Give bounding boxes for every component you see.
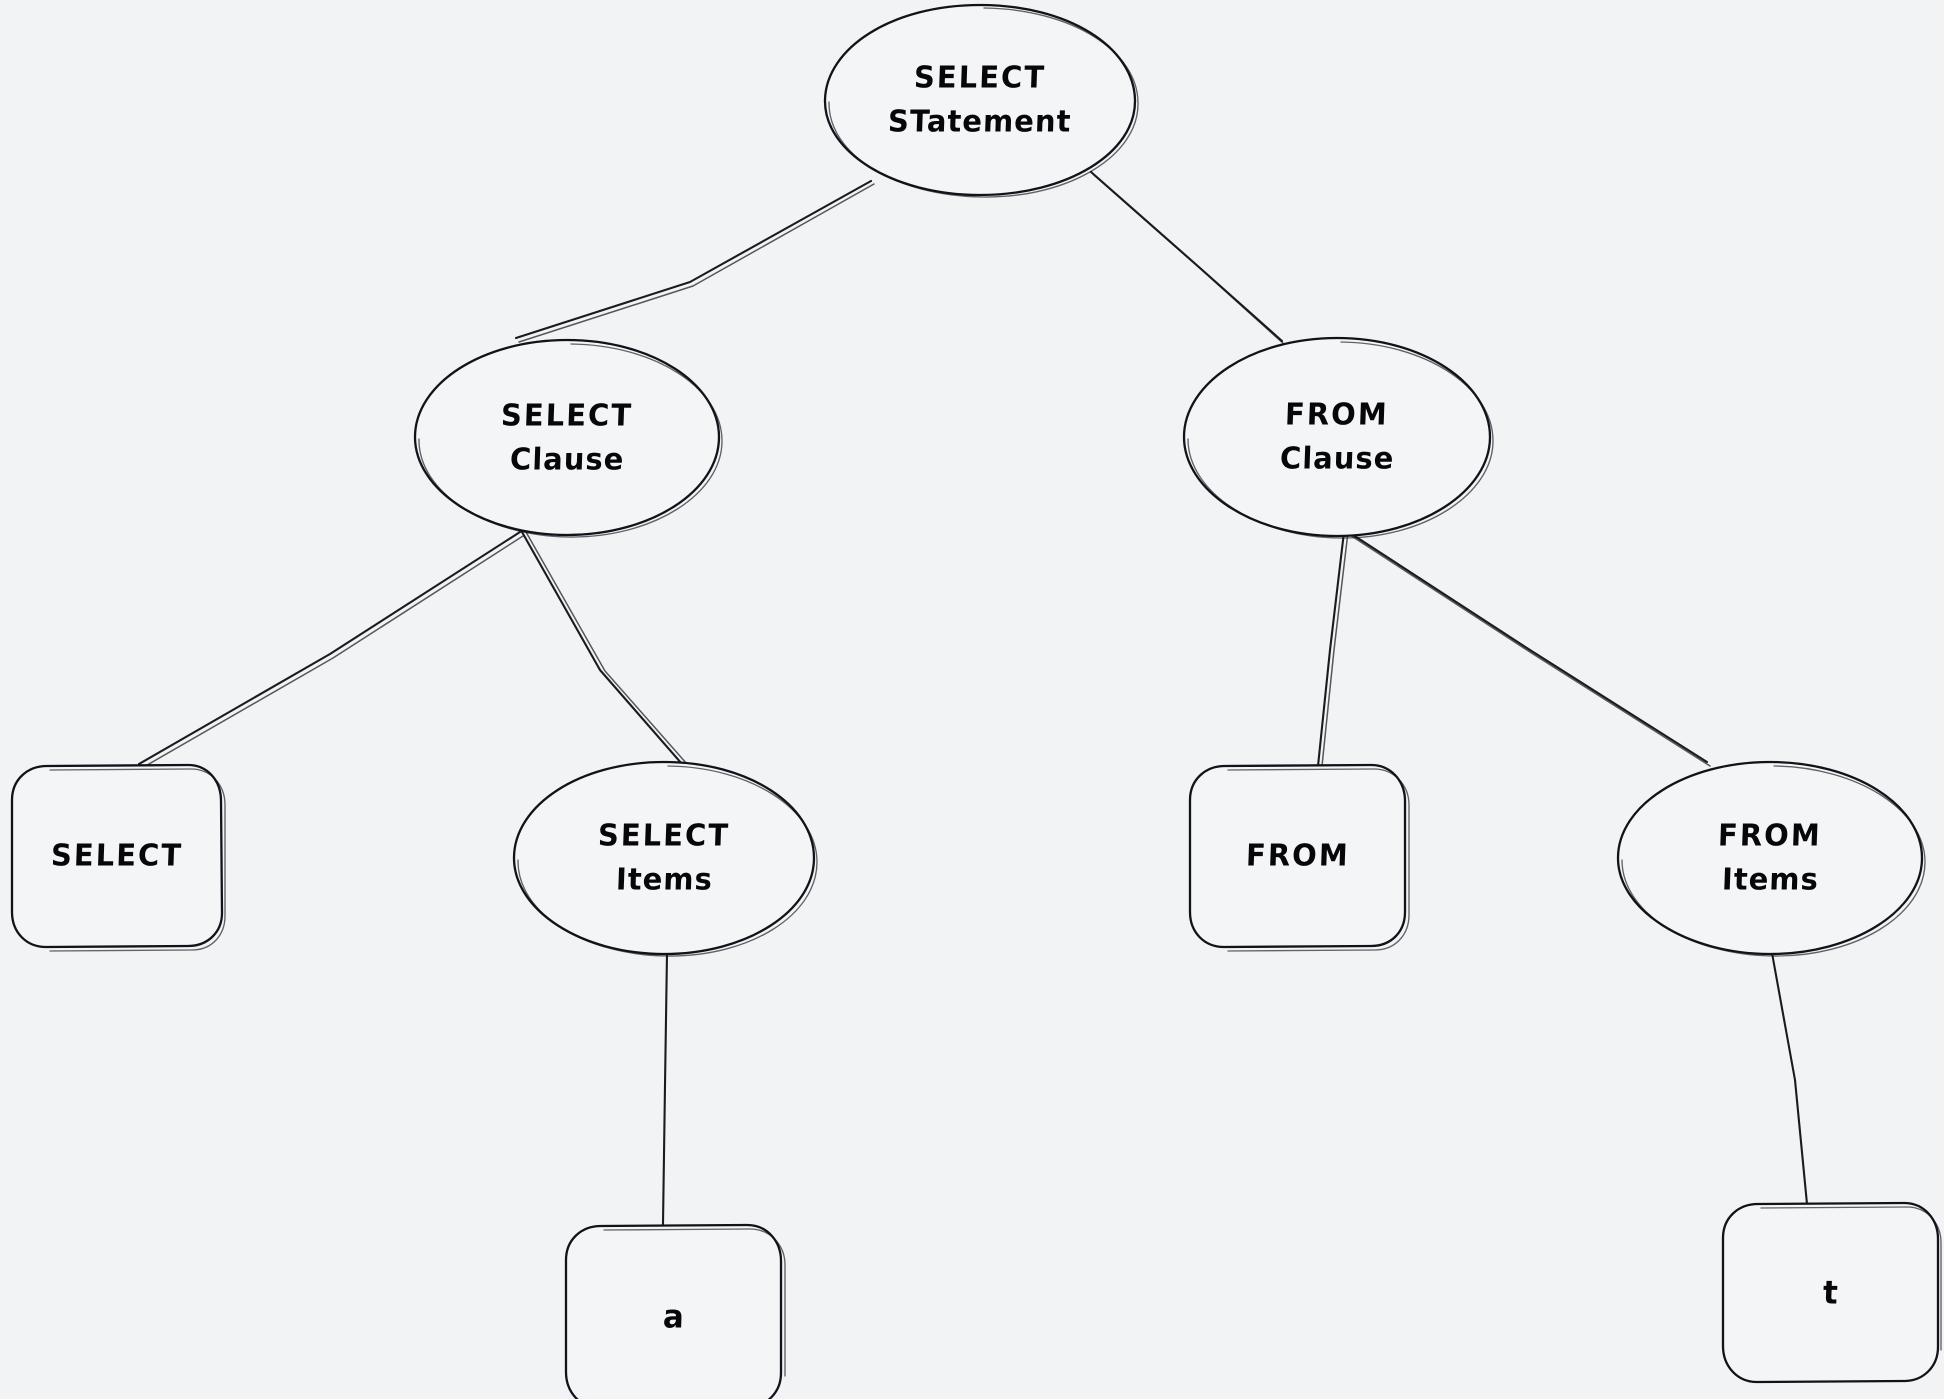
node-layer (10, 3, 1942, 1399)
edge-stmt-from-clause (1089, 170, 1286, 346)
edge-select-clause-select-terminal (137, 530, 524, 769)
node-from-clause[interactable] (1182, 336, 1494, 539)
node-table-t[interactable] (1721, 1201, 1942, 1384)
node-select-statement[interactable] (823, 3, 1139, 198)
edge-from-clause-from-items (1345, 529, 1711, 767)
node-select-clause[interactable] (413, 338, 723, 538)
edge-stmt-select-clause (514, 179, 875, 343)
node-from-items[interactable] (1616, 760, 1926, 957)
node-from-terminal[interactable] (1188, 763, 1410, 952)
edge-from-items-table-t (1770, 951, 1809, 1206)
edge-layer (137, 170, 1809, 1226)
edge-select-items-alias-a (661, 951, 669, 1226)
edge-from-clause-from-terminal (1316, 530, 1349, 768)
node-alias-a[interactable] (564, 1223, 786, 1399)
node-select-terminal[interactable] (10, 763, 226, 952)
node-select-items[interactable] (512, 760, 818, 957)
edge-select-clause-select-items (520, 530, 688, 766)
